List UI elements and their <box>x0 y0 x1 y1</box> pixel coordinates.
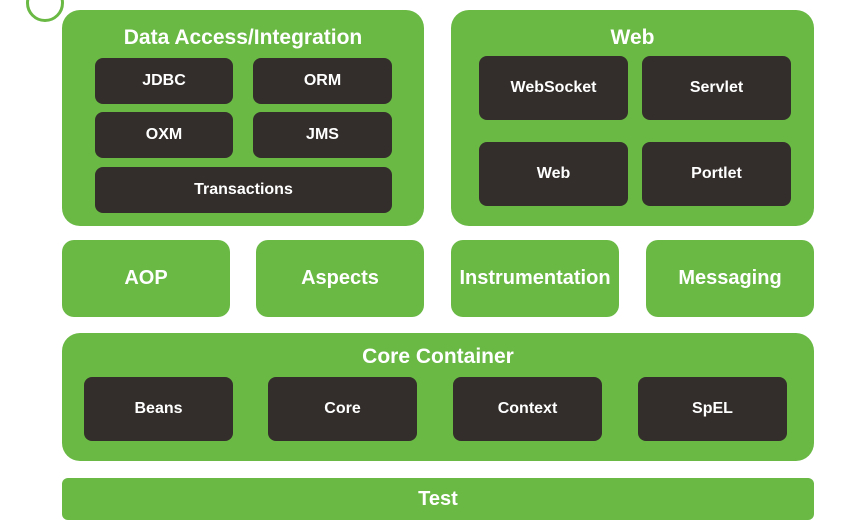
context-box: Context <box>453 377 602 441</box>
data-access-integration-module: Data Access/Integration JDBC ORM OXM JMS… <box>62 10 424 226</box>
instrumentation-module: Instrumentation <box>451 240 619 317</box>
portlet-box: Portlet <box>642 142 791 206</box>
websocket-box: WebSocket <box>479 56 628 120</box>
web-module: Web WebSocket Servlet Web Portlet <box>451 10 814 226</box>
orm-box: ORM <box>253 58 392 104</box>
core-container-module: Core Container Beans Core Context SpEL <box>62 333 814 461</box>
beans-box: Beans <box>84 377 233 441</box>
aop-module: AOP <box>62 240 230 317</box>
data-access-integration-title: Data Access/Integration <box>123 26 363 49</box>
test-module: Test <box>62 478 814 520</box>
jms-box: JMS <box>253 112 392 158</box>
web-box: Web <box>479 142 628 206</box>
transactions-box: Transactions <box>95 167 392 213</box>
core-box: Core <box>268 377 417 441</box>
servlet-box: Servlet <box>642 56 791 120</box>
spel-box: SpEL <box>638 377 787 441</box>
aspects-module: Aspects <box>256 240 424 317</box>
web-title: Web <box>610 26 655 49</box>
core-container-title: Core Container <box>362 345 514 368</box>
messaging-module: Messaging <box>646 240 814 317</box>
oxm-box: OXM <box>95 112 233 158</box>
logo-circle-fragment <box>26 0 64 22</box>
jdbc-box: JDBC <box>95 58 233 104</box>
